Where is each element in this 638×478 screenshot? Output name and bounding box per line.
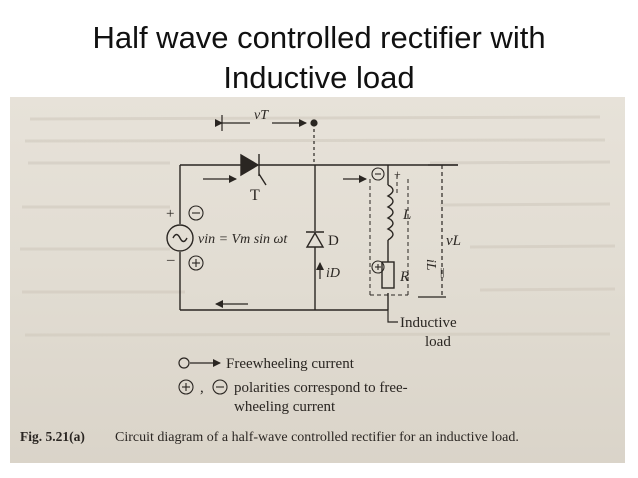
circuit-diagram: vT T + – vin = Vm sin ωt D iD <box>20 108 616 445</box>
inductor-symbol <box>386 184 394 262</box>
vt-voltage-bracket <box>215 115 318 165</box>
legend-polarities-line-1: polarities correspond to free- <box>234 380 408 396</box>
load-voltage-label: vL <box>446 233 461 249</box>
resistor-symbol <box>381 261 395 289</box>
load-current-label: iL <box>423 259 438 271</box>
legend-polarity-symbols <box>178 379 228 395</box>
load-polarity-markers <box>371 167 385 274</box>
title-line-2: Inductive load <box>223 60 415 95</box>
textbook-figure-photo: vT T + – vin = Vm sin ωt D iD <box>10 97 625 463</box>
figure-caption-text: Circuit diagram of a half-wave controlle… <box>115 430 519 445</box>
diode-current-label: iD <box>326 266 340 281</box>
source-minus-sign: – <box>166 252 175 268</box>
thyristor-symbol <box>240 153 267 186</box>
inductor-label: L <box>402 207 411 223</box>
legend-polarities-line-2: wheeling current <box>234 399 336 415</box>
load-name-line-1: Inductive <box>400 315 457 331</box>
resistor-label: R <box>399 269 409 285</box>
diode-label: D <box>328 233 339 249</box>
thyristor-label: T <box>250 187 260 204</box>
legend-freewheel-text: Freewheeling current <box>226 356 355 372</box>
source-equation: vin = Vm sin ωt <box>198 232 288 247</box>
vt-label: vT <box>254 108 269 123</box>
title-line-1: Half wave controlled rectifier with <box>92 20 546 55</box>
load-dashed-boundary <box>369 175 409 296</box>
slide-title: Half wave controlled rectifier with Indu… <box>0 18 638 98</box>
legend-comma: , <box>200 380 204 396</box>
ac-source-symbol <box>166 224 194 252</box>
figure-caption-number: Fig. 5.21(a) <box>20 429 85 444</box>
load-plus-sign: + <box>394 167 401 181</box>
source-plus-sign: + <box>166 206 174 222</box>
load-equals-mark: || <box>440 266 444 278</box>
load-name-line-2: load <box>425 334 451 350</box>
freewheeling-diode-symbol <box>305 231 325 248</box>
vl-voltage-bracket <box>418 164 458 298</box>
source-polarity-markers <box>188 205 204 271</box>
legend-freewheel-symbol <box>178 357 221 369</box>
background-text-texture <box>20 115 616 337</box>
load-callout-line <box>387 310 398 323</box>
